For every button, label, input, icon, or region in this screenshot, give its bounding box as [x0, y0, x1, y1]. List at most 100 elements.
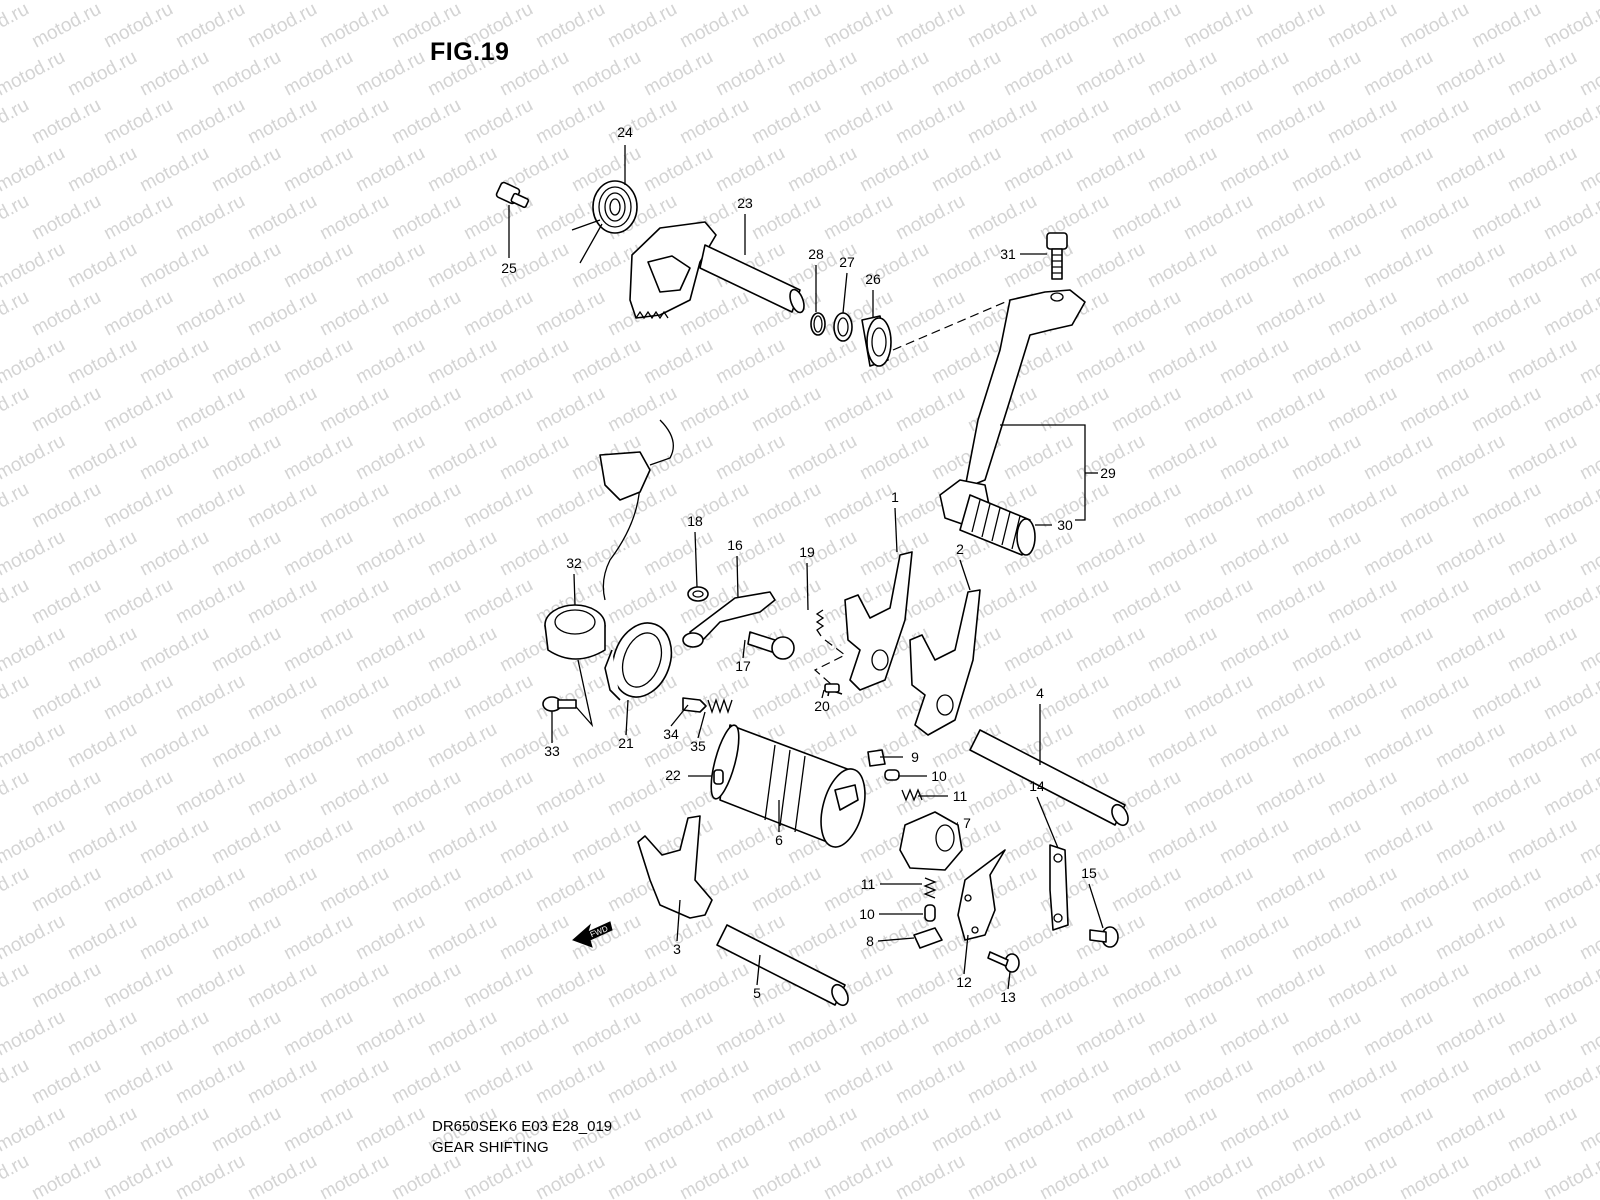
part-32-gear-position-switch — [544, 419, 674, 728]
part-callout-8: 8 — [866, 933, 874, 949]
part-callout-24: 24 — [617, 124, 633, 140]
part-callout-6: 6 — [775, 832, 783, 848]
part-callout-16: 16 — [727, 537, 743, 553]
part-callout-12: 12 — [956, 974, 972, 990]
leader-line — [806, 562, 809, 611]
part-callout-5: 5 — [753, 985, 761, 1001]
leader-line — [959, 559, 971, 591]
part-callout-2: 2 — [956, 541, 964, 557]
leader-line — [1007, 971, 1011, 990]
part-5-fork-shaft — [716, 924, 849, 1007]
part-callout-20: 20 — [814, 698, 830, 714]
part-callout-10: 10 — [859, 906, 875, 922]
part-callout-26: 26 — [865, 271, 881, 287]
part-27-washer — [833, 312, 853, 342]
part-24-spring — [571, 180, 638, 264]
part-25-bolt — [495, 181, 530, 209]
part-callout-30: 30 — [1057, 517, 1073, 533]
part-callout-17: 17 — [735, 658, 751, 674]
part-callout-19: 19 — [799, 544, 815, 560]
part-6-gearshift-cam — [710, 724, 866, 848]
part-callout-1: 1 — [891, 489, 899, 505]
part-7-gearshift-cam-driven-gear — [899, 811, 963, 871]
leader-line — [742, 639, 746, 659]
part-9-pin — [867, 749, 886, 767]
part-callout-18: 18 — [687, 513, 703, 529]
leader-line — [1088, 883, 1104, 929]
part-callout-7: 7 — [963, 815, 971, 831]
part-16-gearshift-cam-stopper — [682, 591, 776, 648]
part-callout-22: 22 — [665, 767, 681, 783]
assembly-line — [892, 299, 1011, 351]
part-14-cam-plate — [1049, 844, 1069, 931]
part-callout-34: 34 — [663, 726, 679, 742]
fwd-label: FWD — [589, 924, 609, 939]
part-callout-3: 3 — [673, 941, 681, 957]
part-19-spring — [813, 609, 847, 686]
part-34-pawl — [682, 697, 707, 713]
watermark-text: motod.ru — [1576, 0, 1600, 4]
leader-line — [736, 555, 739, 599]
leader-line — [676, 899, 681, 942]
part-callout-10: 10 — [931, 768, 947, 784]
part-23-gearshift-shaft — [629, 221, 805, 320]
part-31-bolt — [1046, 232, 1068, 280]
part-2-shift-fork — [909, 589, 981, 736]
leader-line — [842, 272, 848, 314]
leader-line — [756, 954, 761, 986]
leader-line — [573, 573, 576, 606]
part-8-pawl-lifter — [913, 927, 943, 949]
part-29-gearshift-lever — [939, 289, 1086, 526]
part-callout-4: 4 — [1036, 685, 1044, 701]
part-10-pin-lower — [924, 904, 936, 922]
part-15-screw — [1089, 926, 1119, 948]
part-callout-9: 9 — [911, 749, 919, 765]
part-21-cam-guide — [604, 622, 673, 701]
part-callout-28: 28 — [808, 246, 824, 262]
part-callout-25: 25 — [501, 260, 517, 276]
part-callout-15: 15 — [1081, 865, 1097, 881]
leader-line — [963, 934, 969, 975]
part-4-fork-shaft — [969, 729, 1129, 827]
leader-bracket — [1000, 424, 1086, 521]
part-10-pin — [884, 769, 900, 781]
model-code: DR650SEK6 E03 E28_019 — [432, 1118, 613, 1135]
part-callout-35: 35 — [690, 738, 706, 754]
leader-line — [877, 937, 915, 942]
figure-title: FIG.19 — [430, 38, 510, 66]
part-28-circlip — [810, 312, 826, 336]
leader-line — [821, 689, 825, 699]
leader-line — [625, 699, 629, 736]
part-callout-32: 32 — [566, 555, 582, 571]
leader-line — [694, 531, 698, 588]
part-17-bolt — [747, 631, 795, 660]
part-callout-31: 31 — [1000, 246, 1016, 262]
part-1-shift-fork — [844, 551, 913, 691]
part-11-spring-lower — [923, 877, 937, 899]
part-callout-23: 23 — [737, 195, 753, 211]
forward-direction-arrow: FWD — [572, 921, 613, 948]
part-callout-14: 14 — [1029, 778, 1045, 794]
part-callout-29: 29 — [1100, 465, 1116, 481]
part-20-pin — [824, 683, 843, 697]
part-35-spring — [707, 697, 733, 715]
part-callout-13: 13 — [1000, 989, 1016, 1005]
leader-line — [670, 704, 689, 727]
part-callout-27: 27 — [839, 254, 855, 270]
leader-line — [894, 507, 898, 553]
part-26-oil-seal — [861, 315, 892, 367]
part-callout-11: 11 — [861, 876, 876, 892]
part-callout-11: 11 — [953, 788, 968, 804]
part-30-lever-rubber — [959, 494, 1036, 556]
part-12-cam-guide-plate — [957, 849, 1006, 941]
part-callout-21: 21 — [618, 735, 634, 751]
leader-line — [1036, 796, 1059, 849]
leader-line — [697, 711, 706, 739]
section-name: GEAR SHIFTING — [432, 1139, 549, 1156]
part-3-shift-fork — [637, 815, 713, 919]
part-callout-33: 33 — [544, 743, 560, 759]
part-33-screw — [542, 696, 577, 712]
